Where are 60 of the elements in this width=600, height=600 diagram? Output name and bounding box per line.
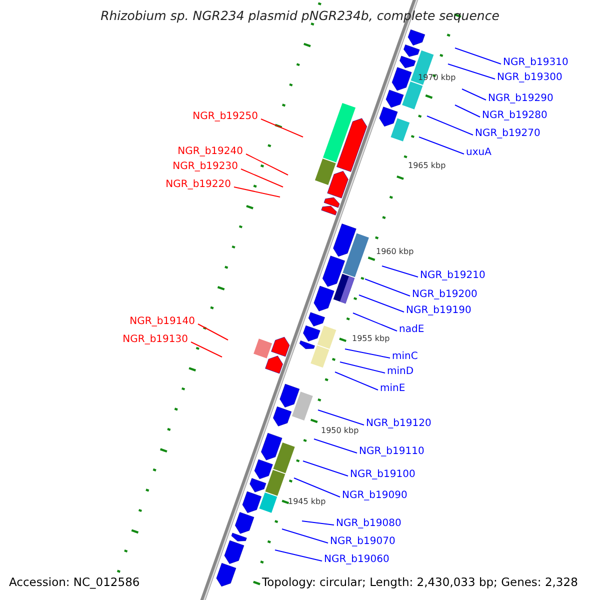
leader-line (314, 438, 358, 454)
leader-line (234, 186, 280, 198)
leader-line (302, 460, 348, 476)
gene-label: NGR_b19200 (412, 289, 478, 301)
gene-label: minE (380, 383, 406, 395)
gene-label: nadE (399, 324, 424, 336)
info-text: Topology: circular; Length: 2,430,033 bp; Genes: 2,328 (262, 575, 578, 589)
scale-label: 1965 kbp (408, 161, 446, 171)
gene-label: NGR_b19100 (350, 469, 416, 481)
scale-label: 1950 kbp (321, 426, 359, 436)
info-text: Accession: NC_012586 (9, 575, 140, 589)
leader-line (246, 154, 288, 176)
gene-label: NGR_b19110 (359, 446, 424, 458)
leader-line (340, 362, 386, 374)
scale-label: 1960 kbp (376, 247, 414, 257)
gene-label: minC (392, 351, 418, 363)
gene-label: NGR_b19250 (192, 111, 258, 123)
leader-line (358, 294, 404, 312)
leader-line (240, 168, 284, 188)
gene-label: NGR_b19240 (178, 146, 243, 158)
gene-label: NGR_b19130 (122, 334, 188, 346)
leader-line (302, 520, 334, 526)
gene-label: minD (387, 366, 414, 378)
leader-line (454, 48, 502, 64)
leader-line (274, 550, 322, 562)
leader-line (318, 410, 364, 426)
leader-line (364, 278, 410, 296)
leader-line (198, 324, 228, 340)
gene-label: NGR_b19300 (497, 72, 562, 84)
gene-label: NGR_b19230 (172, 161, 238, 173)
gene-label: NGR_b19220 (166, 179, 231, 191)
gene-label: NGR_b19310 (503, 57, 568, 69)
scale-label: 1955 kbp (352, 334, 390, 344)
leader-line (462, 88, 486, 100)
leader-line (260, 118, 304, 138)
leader-line (448, 64, 496, 80)
leader-line (282, 528, 328, 544)
leader-line (294, 478, 340, 498)
gene-label: NGR_b19270 (475, 128, 540, 140)
scale-label: 1945 kbp (288, 497, 326, 507)
leader-line (426, 116, 474, 136)
leader-line (382, 266, 418, 278)
gene-label: NGR_b19280 (482, 110, 548, 122)
gene-label: NGR_b19120 (366, 418, 432, 430)
gene-label: NGR_b19210 (420, 270, 486, 282)
leader-line (344, 348, 390, 358)
leader-line (334, 372, 378, 390)
gene-label: NGR_b19080 (336, 518, 402, 530)
leader-line (352, 312, 398, 332)
title: Rhizobium sp. NGR234 plasmid pNGR234b, complete sequence (100, 8, 500, 23)
gene-label: NGR_b19090 (342, 490, 408, 502)
leader-line (454, 104, 480, 118)
gene-label: NGR_b19190 (406, 305, 472, 317)
gene-label: NGR_b19070 (330, 536, 396, 548)
gene-label: NGR_b19290 (488, 93, 554, 105)
gene-label: uxuA (466, 147, 492, 159)
gene-label: NGR_b19140 (130, 316, 195, 328)
gene-label: NGR_b19060 (324, 554, 390, 566)
leader-line (190, 342, 222, 358)
leader-line (418, 136, 464, 154)
